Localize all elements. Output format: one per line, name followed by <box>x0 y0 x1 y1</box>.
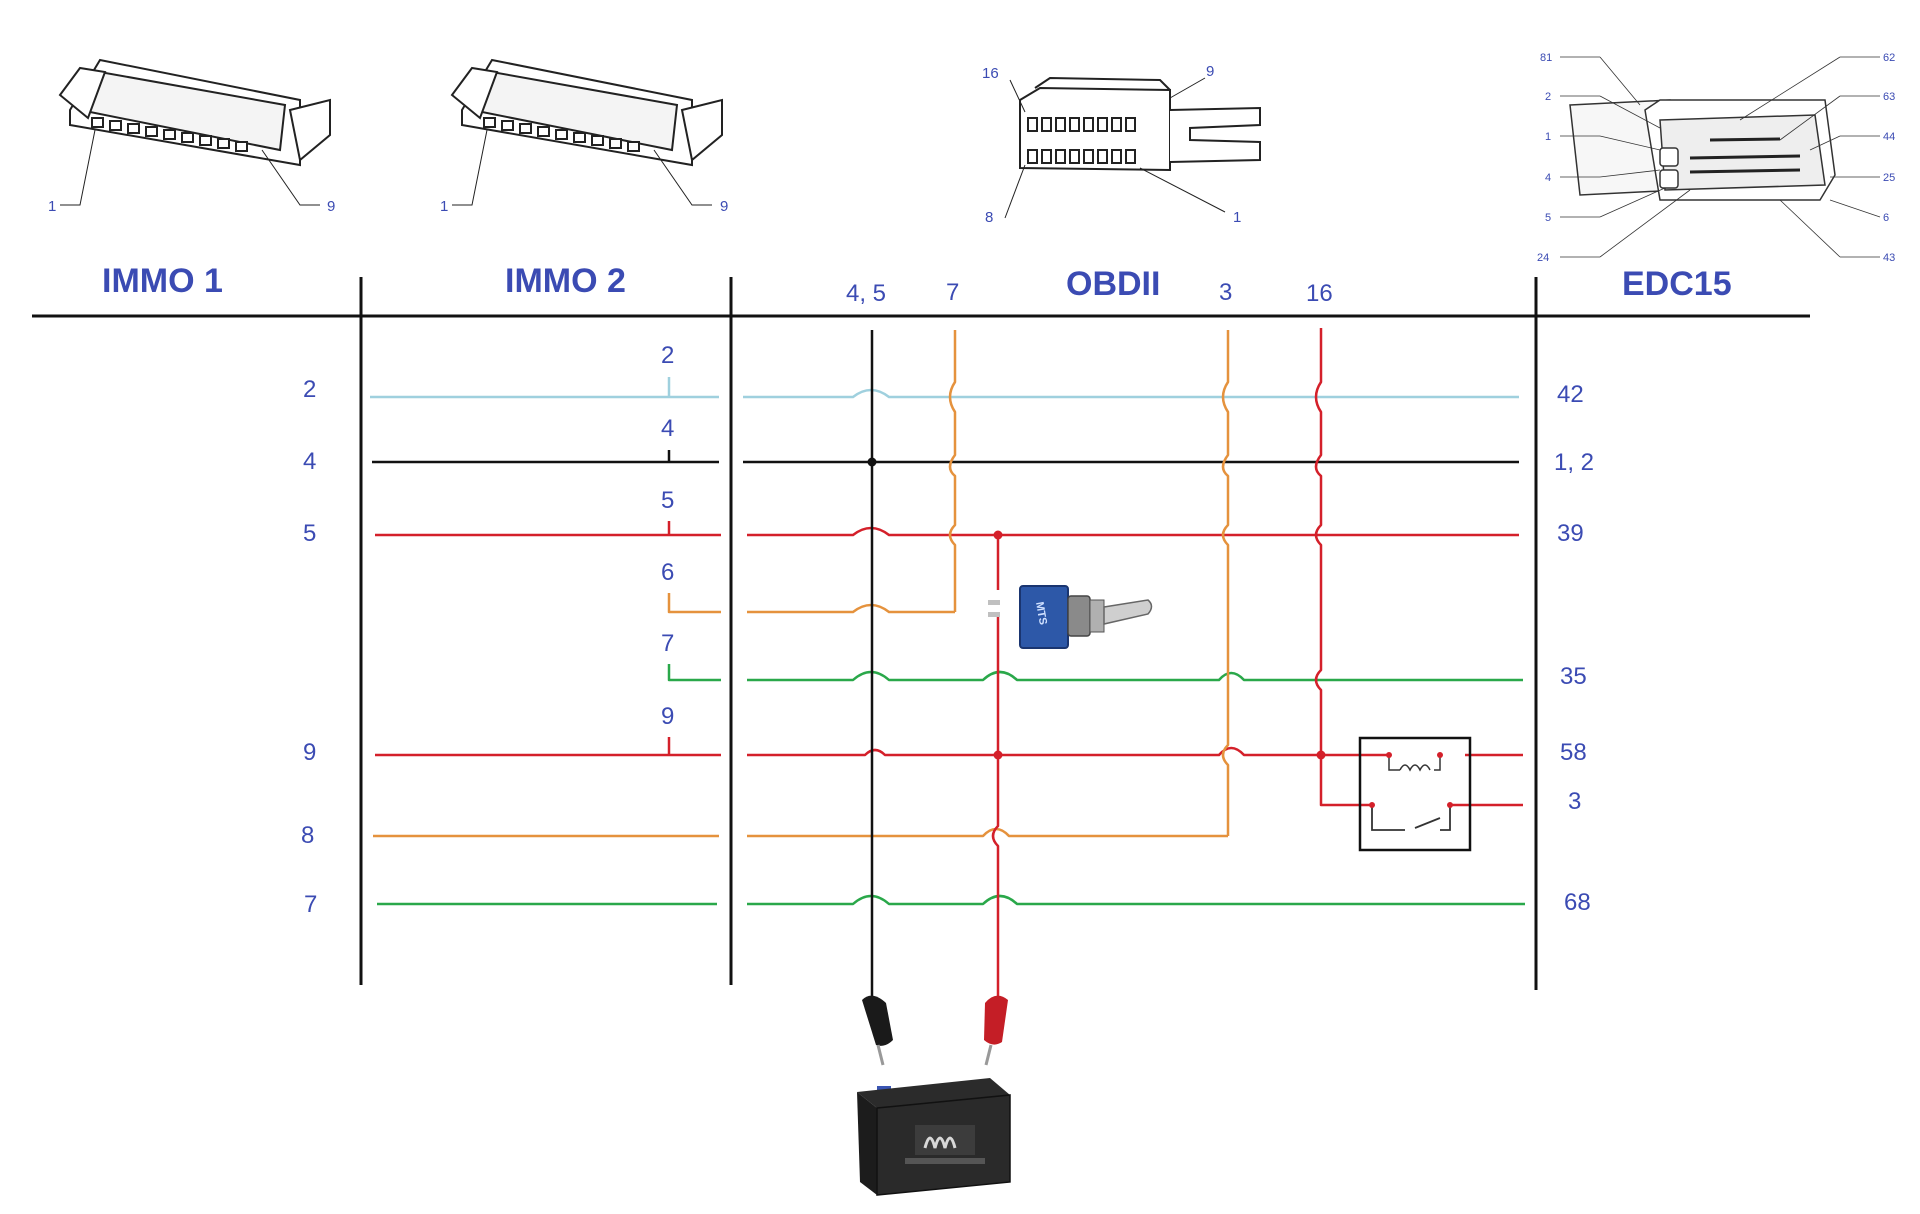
header-immo1: IMMO 1 <box>102 262 223 300</box>
edc15-connector-pin43-label: 43 <box>1883 252 1895 264</box>
obd-pin-label-7: 7 <box>946 279 959 306</box>
edc15-connector-pin5-label: 5 <box>1545 212 1551 224</box>
table-frame <box>32 277 1810 990</box>
wire-obd-7-orange <box>948 330 957 612</box>
immo1-pin-label: 5 <box>303 520 316 547</box>
edc15-connector-pin4-label: 4 <box>1545 172 1551 184</box>
wire-red-39 <box>747 526 1519 537</box>
relay <box>1358 736 1472 852</box>
obd-connector-pin8-label: 8 <box>985 209 993 226</box>
edc15-connector-pin44-label: 44 <box>1883 131 1895 143</box>
edc15-connector-pin62-label: 62 <box>1883 52 1895 64</box>
immo2-pin-label: 4 <box>661 415 674 442</box>
immo1-pin-label: 8 <box>301 822 314 849</box>
junction-dot <box>993 750 1003 760</box>
obd-pin-label-4-5: 4, 5 <box>846 280 886 307</box>
edc15-connector-pin63-label: 63 <box>1883 91 1895 103</box>
obd-connector-pin1-label: 1 <box>1233 209 1241 226</box>
immo1-pin-label: 2 <box>303 376 316 403</box>
obd-connector-pin16-label: 16 <box>982 65 999 82</box>
edc15-pin-label: 3 <box>1568 788 1581 815</box>
edc15-pin-label: 68 <box>1564 889 1591 916</box>
junction-dot <box>993 530 1003 540</box>
wire-red-58 <box>747 746 1389 757</box>
relay-coil <box>1388 755 1441 771</box>
immo1-pin-label: 9 <box>303 739 316 766</box>
edc15-pin-label: 35 <box>1560 663 1587 690</box>
obd-pin-label-16: 16 <box>1306 280 1333 307</box>
header-obd: OBDII <box>1066 265 1160 303</box>
immo1-connector-illustration <box>58 58 331 206</box>
wire-green-35 <box>747 670 1523 682</box>
immo2-pin-label: 6 <box>661 559 674 586</box>
edc15-connector-pin2-label: 2 <box>1545 91 1551 103</box>
wire-orange-6 <box>747 603 955 614</box>
red-clip <box>984 985 1008 1066</box>
wire-battery-red <box>991 615 1000 985</box>
edc15-pin-label: 39 <box>1557 520 1584 547</box>
edc15-pin-label: 42 <box>1557 381 1584 408</box>
relay-contact <box>1371 805 1451 831</box>
relay-box <box>1358 736 1472 852</box>
junction-dots <box>867 457 1326 760</box>
header-edc15: EDC15 <box>1622 265 1732 303</box>
wire-orange-8 <box>747 827 1228 838</box>
edc15-connector-pin1-label: 1 <box>1545 131 1551 143</box>
edc15-connector-illustration <box>1560 56 1881 258</box>
immo2-connector-illustration <box>450 58 723 206</box>
obd-pin-label-3: 3 <box>1219 279 1232 306</box>
obd-connector-pin9-label: 9 <box>1206 63 1214 80</box>
immo2-pin-label: 7 <box>661 630 674 657</box>
switch-marking: MTS <box>1033 601 1049 626</box>
wire-immo2-stub-6 <box>667 593 721 614</box>
edc15-connector-pin81-label: 81 <box>1540 52 1552 64</box>
wire-lightblue-42 <box>743 388 1519 399</box>
immo2-connector-pin1-label: 1 <box>440 198 448 215</box>
edc15-pin-label: 58 <box>1560 739 1587 766</box>
immo1-connector-pin1-label: 1 <box>48 198 56 215</box>
immo2-connector-pin9-label: 9 <box>720 198 728 215</box>
wire-obd-16-red <box>1314 328 1372 807</box>
wires <box>370 328 1525 985</box>
edc15-pin-label: 1, 2 <box>1554 449 1594 476</box>
edc15-connector-pin25-label: 25 <box>1883 172 1895 184</box>
immo1-pin-label: 4 <box>303 448 316 475</box>
obd-connector-illustration <box>1004 76 1261 219</box>
black-clip <box>862 985 893 1066</box>
edc15-connector-pin24-label: 24 <box>1537 252 1549 264</box>
immo2-pin-label: 9 <box>661 703 674 730</box>
edc15-connector-pin6-label: 6 <box>1883 212 1889 224</box>
wire-obd-3-orange <box>1221 330 1230 836</box>
immo1-pin-label: 7 <box>304 891 317 918</box>
immo2-pin-label: 5 <box>661 487 674 514</box>
toggle-switch-image: MTS <box>988 585 1153 649</box>
junction-dot <box>1316 750 1326 760</box>
battery-image <box>857 1078 1011 1196</box>
wire-green-68 <box>747 894 1525 906</box>
immo1-connector-pin9-label: 9 <box>327 198 335 215</box>
wire-immo2-stub-7 <box>667 664 721 682</box>
junction-dot <box>867 457 877 467</box>
header-immo2: IMMO 2 <box>505 262 626 300</box>
immo2-pin-label: 2 <box>661 342 674 369</box>
